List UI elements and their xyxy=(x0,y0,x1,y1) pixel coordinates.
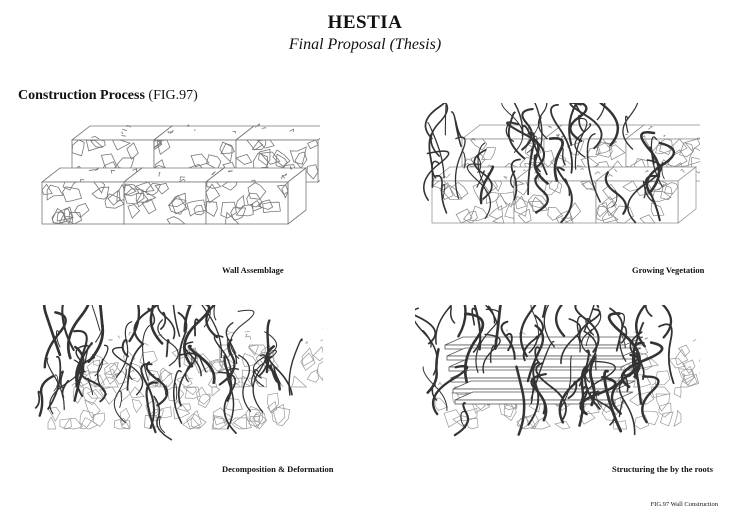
page-title: HESTIA xyxy=(327,12,403,33)
structuring-illustration xyxy=(415,305,700,450)
structuring-drawing xyxy=(415,305,700,437)
growing-vegetation-drawing xyxy=(423,103,700,224)
section-heading: Construction Process (FIG.97) xyxy=(18,88,198,104)
page-subtitle: Final Proposal (Thesis) xyxy=(288,36,442,53)
wall-assemblage-illustration xyxy=(30,122,320,247)
caption-structuring: Structuring the by the roots xyxy=(612,464,713,474)
figure-caption: FIG.97 Wall Construction xyxy=(650,501,718,508)
growing-vegetation-illustration xyxy=(415,103,700,248)
caption-growing-vegetation: Growing Vegetation xyxy=(632,265,705,275)
section-figure-ref: (FIG.97) xyxy=(148,88,198,103)
caption-wall-assemblage: Wall Assemblage xyxy=(222,265,284,275)
wall-assemblage-drawing xyxy=(40,123,320,225)
decomposition-illustration xyxy=(28,305,323,450)
decomposition-drawing xyxy=(34,305,323,441)
section-label: Construction Process xyxy=(18,88,145,103)
caption-decomposition: Decomposition & Deformation xyxy=(222,464,334,474)
